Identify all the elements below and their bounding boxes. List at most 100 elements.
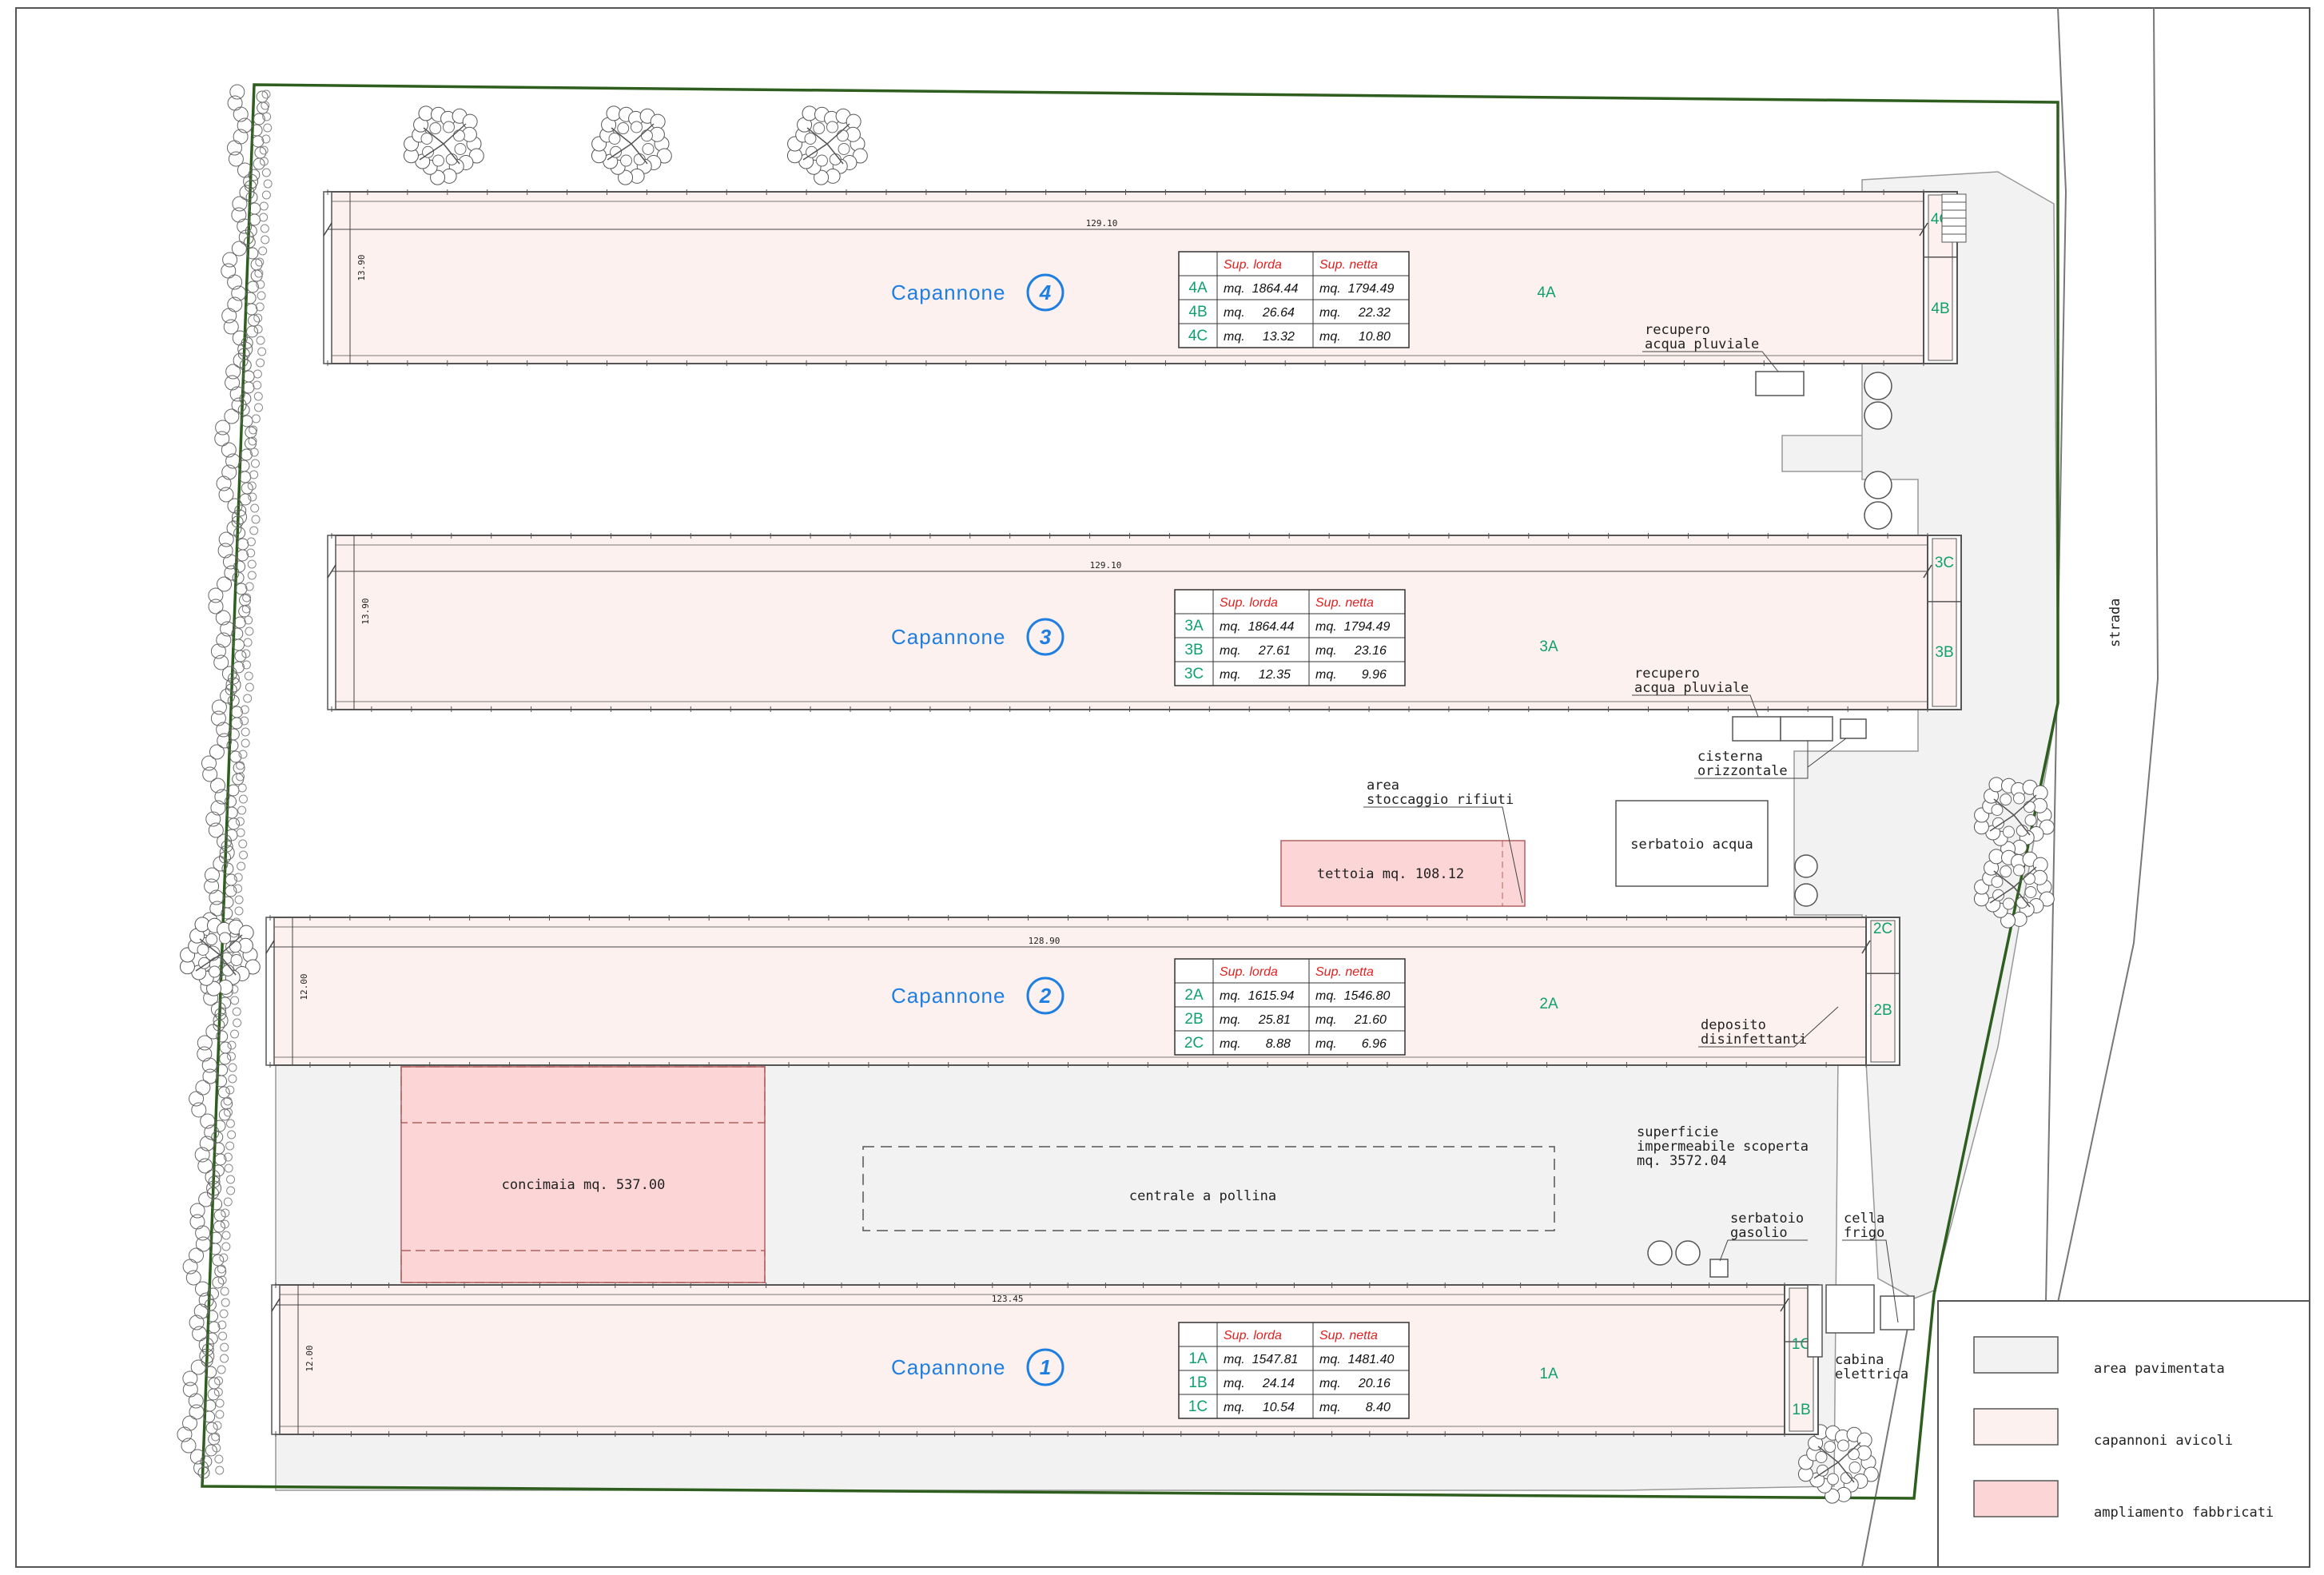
waste-area-l1: area: [1367, 778, 1399, 793]
shed-4-width: 13.90: [356, 254, 367, 280]
table-cell-net: mq. 1794.49: [1319, 282, 1395, 296]
table-cell-code: 2A: [1184, 987, 1204, 1004]
cold-cell-l1: cella: [1844, 1211, 1884, 1227]
shed-3-zone-c: 3C: [1935, 555, 1954, 571]
table-header-gross: Sup. lorda: [1220, 965, 1278, 979]
surface-l2: impermeabile scoperta: [1637, 1139, 1809, 1155]
shed-1-zone-main: 1A: [1539, 1366, 1558, 1382]
cold-cell-l2: frigo: [1844, 1225, 1884, 1241]
shed-4-length: 129.10: [1086, 218, 1118, 229]
shed-4-name: Capannone: [891, 280, 1005, 304]
shed-1-zone-c: 1C: [1792, 1336, 1811, 1353]
cabin-l1: cabina: [1835, 1352, 1884, 1368]
shed-1-name: Capannone: [891, 1355, 1005, 1379]
table-cell-code: 2C: [1184, 1035, 1204, 1052]
shed-3-zone-main: 3A: [1539, 638, 1558, 655]
table-cell-gross: mq. 27.61: [1220, 644, 1291, 658]
tree-icon: [403, 105, 484, 185]
table-cell-code: 4C: [1188, 328, 1208, 344]
table-cell-net: mq. 23.16: [1315, 644, 1387, 658]
water-recovery-mid-l1: recupero: [1634, 666, 1700, 682]
table-cell-net: mq. 6.96: [1315, 1037, 1387, 1051]
shed-2-zone-b: 2B: [1873, 1002, 1892, 1019]
water-tank-label: serbatoio acqua: [1630, 837, 1753, 853]
waste-area-l2: stoccaggio rifiuti: [1367, 792, 1514, 808]
shed-3-length: 129.10: [1090, 560, 1122, 571]
shed-4-zone-main: 4A: [1537, 284, 1556, 301]
property-boundary: [201, 83, 2059, 1500]
table-header-net: Sup. netta: [1319, 1329, 1378, 1342]
shed-1-number: 1: [1040, 1355, 1051, 1379]
table-cell-gross: mq. 1547.81: [1224, 1353, 1298, 1366]
table-cell-net: mq. 8.40: [1319, 1401, 1391, 1414]
table-header-gross: Sup. lorda: [1224, 258, 1282, 272]
annotations: recupero acqua pluviale recupero acqua p…: [1363, 322, 1908, 1382]
water-recovery-top-l2: acqua pluviale: [1645, 336, 1759, 352]
shed-4-number: 4: [1039, 280, 1052, 304]
table-cell-net: mq. 21.60: [1315, 1013, 1387, 1027]
stairs-icon: [1941, 193, 1967, 243]
shed-4-zone-b: 4B: [1931, 300, 1949, 317]
table-header-net: Sup. netta: [1315, 965, 1374, 979]
road: strada: [1861, 7, 2159, 1568]
table-cell-gross: mq. 8.88: [1220, 1037, 1291, 1051]
table-cell-code: 3C: [1184, 666, 1204, 682]
shed-2-name: Capannone: [891, 984, 1005, 1008]
shed-2-width: 12.00: [299, 973, 309, 1000]
shed-1-area-table: Sup. lorda Sup. netta 1A mq. 1547.81 mq. 148…: [1178, 1322, 1410, 1419]
table-header-gross: Sup. lorda: [1220, 596, 1278, 610]
legend: area pavimentata capannoni avicoli ampli…: [1937, 1300, 2310, 1568]
table-cell-code: 2B: [1184, 1011, 1203, 1028]
shed-2-length: 128.90: [1029, 936, 1061, 946]
table-cell-gross: mq. 1615.94: [1220, 989, 1295, 1003]
water-tank: serbatoio acqua: [1615, 800, 1769, 887]
table-cell-gross: mq. 10.54: [1224, 1401, 1295, 1414]
diesel-l1: serbatoio: [1730, 1211, 1804, 1227]
legend-swatch-expansion: [1973, 1480, 2059, 1517]
service-objects: [1647, 371, 1915, 1358]
table-cell-code: 4A: [1188, 280, 1208, 296]
table-cell-code: 1B: [1188, 1374, 1207, 1391]
sheet-border: [15, 7, 2310, 1568]
manure-pit: concimaia mq. 537.00: [400, 1066, 766, 1283]
diesel-l2: gasolio: [1730, 1225, 1788, 1241]
surface-l1: superficie: [1637, 1124, 1718, 1140]
cistern-l2: orizzontale: [1697, 763, 1788, 779]
shed-3-name: Capannone: [891, 625, 1005, 649]
manure-plant: centrale a pollina: [862, 1146, 1555, 1231]
table-header-gross: Sup. lorda: [1224, 1329, 1282, 1342]
table-cell-code: 4B: [1188, 304, 1207, 320]
trees: [179, 105, 2055, 1504]
shed-1-length: 123.45: [992, 1294, 1024, 1304]
table-cell-gross: mq. 12.35: [1220, 668, 1291, 682]
surface-l3: mq. 3572.04: [1637, 1153, 1727, 1169]
tree-icon: [1973, 777, 2055, 857]
table-cell-gross: mq. 26.64: [1224, 306, 1295, 320]
table-header-net: Sup. netta: [1315, 596, 1374, 610]
legend-swatch-sheds: [1973, 1408, 2059, 1446]
tree-icon: [179, 917, 261, 996]
table-cell-net: mq. 20.16: [1319, 1377, 1391, 1390]
tree-icon: [1797, 1424, 1879, 1504]
table-cell-net: mq. 1546.80: [1315, 989, 1391, 1003]
shed-2-area-table: Sup. lorda Sup. netta 2A mq. 1615.94 mq. 154…: [1174, 958, 1406, 1056]
table-cell-net: mq. 1794.49: [1315, 620, 1391, 634]
table-cell-code: 1A: [1188, 1350, 1208, 1367]
table-cell-code: 3A: [1184, 618, 1204, 634]
canopy: tettoia mq. 108.12: [1280, 840, 1526, 907]
table-cell-net: mq. 1481.40: [1319, 1353, 1395, 1366]
table-cell-gross: mq. 25.81: [1220, 1013, 1291, 1027]
table-cell-code: 3B: [1184, 642, 1203, 658]
table-cell-net: mq. 9.96: [1315, 668, 1387, 682]
cistern-l1: cisterna: [1697, 749, 1763, 765]
tree-icon: [591, 105, 672, 185]
tree-icon: [786, 105, 868, 185]
shed-3-zone-b: 3B: [1935, 644, 1953, 661]
